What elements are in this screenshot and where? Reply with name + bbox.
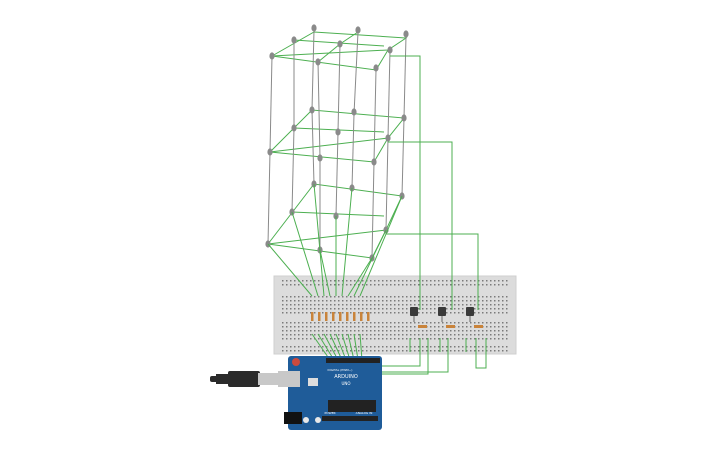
cube-layer-bottom	[267, 183, 403, 259]
arduino-uno[interactable]: ARDUINO UNO DIGITAL (PWM~) POWER ANALOG …	[278, 356, 382, 430]
atmega-chip	[328, 400, 376, 412]
led-7[interactable]	[373, 64, 379, 72]
led-15[interactable]	[351, 108, 357, 116]
led-cube[interactable]	[265, 24, 409, 262]
arduino-brand-label: ARDUINO	[334, 374, 358, 380]
transistors[interactable]	[410, 307, 474, 322]
layer-resistor-2[interactable]	[446, 325, 455, 328]
transistor-1	[410, 307, 418, 322]
column-resistor-6[interactable]	[346, 312, 349, 321]
led-2[interactable]	[291, 36, 297, 44]
layer-wires	[386, 55, 479, 310]
column-resistor-2[interactable]	[318, 312, 321, 321]
column-wires	[267, 183, 403, 297]
power-label: POWER	[324, 411, 335, 415]
column-resistor-3[interactable]	[325, 312, 328, 321]
transistor-2	[438, 307, 446, 322]
analog-label: ANALOG IN	[356, 411, 373, 415]
breadboard[interactable]	[273, 275, 517, 355]
reset-button	[292, 358, 300, 366]
cube-columns	[267, 29, 407, 259]
analog-header	[322, 416, 378, 421]
column-resistor-5[interactable]	[339, 312, 342, 321]
digital-header	[326, 358, 380, 363]
led-array	[265, 24, 409, 262]
arduino-wires	[311, 333, 487, 375]
column-resistor-1[interactable]	[311, 312, 314, 321]
led-5[interactable]	[337, 40, 343, 48]
resistor-bank[interactable]	[311, 312, 483, 328]
layer-resistor-3[interactable]	[474, 325, 483, 328]
transistor-3	[466, 307, 474, 322]
led-10[interactable]	[267, 148, 273, 156]
led-16[interactable]	[371, 158, 377, 166]
led-8[interactable]	[387, 46, 393, 54]
led-1[interactable]	[269, 52, 275, 60]
layer-resistor-1[interactable]	[418, 325, 427, 328]
power-jack	[284, 412, 302, 424]
led-14[interactable]	[335, 128, 341, 136]
led-11[interactable]	[291, 124, 297, 132]
usb-port	[278, 371, 300, 387]
column-resistor-8[interactable]	[360, 312, 363, 321]
led-17[interactable]	[385, 134, 391, 142]
column-resistor-7[interactable]	[353, 312, 356, 321]
led-4[interactable]	[315, 58, 321, 66]
arduino-model-label: UNO	[341, 381, 350, 386]
led-12[interactable]	[309, 106, 315, 114]
led-13[interactable]	[317, 154, 323, 162]
led-3[interactable]	[311, 24, 317, 32]
breadboard-holes	[282, 280, 508, 352]
led-9[interactable]	[403, 30, 409, 38]
led-6[interactable]	[355, 26, 361, 34]
column-resistor-9[interactable]	[367, 312, 370, 321]
led-18[interactable]	[401, 114, 407, 122]
column-resistor-4[interactable]	[332, 312, 335, 321]
crystal	[308, 378, 318, 386]
usb-cable	[210, 371, 278, 387]
digital-label: DIGITAL (PWM~)	[328, 368, 353, 372]
